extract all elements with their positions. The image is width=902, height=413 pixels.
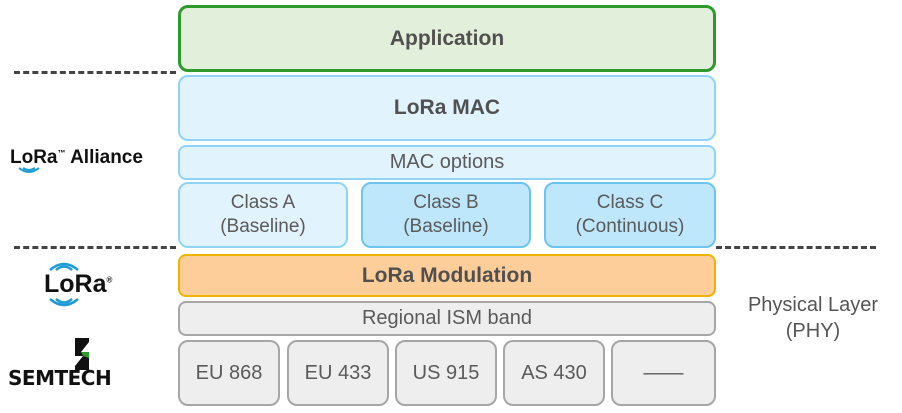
lora-logo-text: LoRa — [44, 270, 107, 298]
application-layer: Application — [178, 5, 716, 72]
band-box: AS 430 — [503, 340, 605, 406]
band-label: EU 433 — [304, 361, 372, 384]
mac-options-layer: MAC options — [178, 145, 716, 180]
semtech-logo: SEMTECH — [8, 366, 112, 390]
band-box: US 915 — [395, 340, 497, 406]
class-b-desc: (Baseline) — [403, 216, 489, 237]
lora-modulation-label: LoRa Modulation — [361, 263, 533, 287]
band-box: EU 433 — [287, 340, 389, 406]
class-b-box: Class B (Baseline) — [361, 182, 531, 248]
band-label: US 915 — [412, 361, 480, 384]
application-label: Application — [389, 26, 505, 50]
class-b-name: Class B — [413, 192, 479, 213]
physical-layer-line1: Physical Layer — [747, 294, 879, 316]
band-label: EU 868 — [195, 361, 263, 384]
lora-alliance-logo: LoRa™ Alliance — [10, 147, 143, 168]
class-a-box: Class A (Baseline) — [178, 182, 348, 248]
lora-signal-icon — [49, 262, 79, 271]
lora-mac-layer: LoRa MAC — [178, 75, 716, 141]
alliance-top-separator — [14, 71, 176, 74]
lora-alliance-lora-text: LoRa — [10, 147, 58, 168]
physical-layer-label: Physical Layer (PHY) — [733, 292, 893, 344]
class-a-name: Class A — [230, 192, 296, 213]
semtech-logo-text: SEMTECH — [8, 366, 112, 390]
band-label: AS 430 — [521, 361, 587, 384]
band-label: —— — [643, 361, 684, 384]
phy-separator-right — [716, 246, 876, 249]
lora-wave-bottom-icon — [49, 298, 79, 307]
lora-logo: LoRa® — [44, 270, 113, 298]
class-a-desc: (Baseline) — [220, 216, 306, 237]
semtech-mark-icon — [75, 338, 89, 370]
lora-mac-label: LoRa MAC — [393, 96, 501, 119]
regional-ism-label: Regional ISM band — [361, 307, 533, 329]
class-c-box: Class C (Continuous) — [544, 182, 716, 248]
class-c-name: Class C — [596, 192, 664, 213]
lora-modulation-layer: LoRa Modulation — [178, 254, 716, 297]
band-box: EU 868 — [178, 340, 280, 406]
band-box: —— — [611, 340, 716, 406]
phy-separator-left — [14, 246, 176, 249]
lora-wave-icon — [18, 167, 40, 173]
physical-layer-line2: (PHY) — [785, 320, 841, 342]
mac-options-label: MAC options — [389, 151, 505, 173]
class-c-desc: (Continuous) — [575, 216, 685, 237]
lora-alliance-alliance-text: Alliance — [70, 147, 143, 168]
regional-ism-layer: Regional ISM band — [178, 301, 716, 336]
